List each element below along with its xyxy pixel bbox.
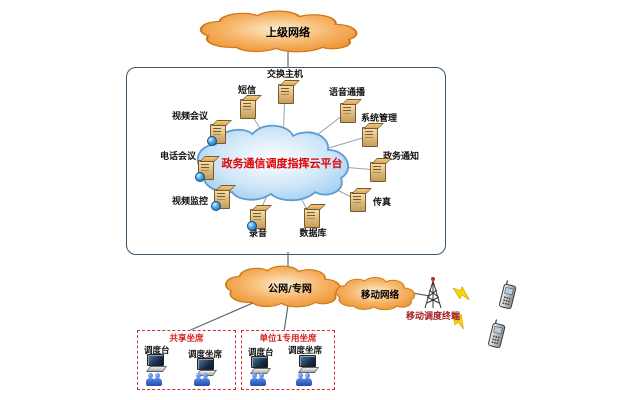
- mobile-network-label: 移动网络: [360, 290, 399, 301]
- console-label: 调度台: [144, 346, 170, 356]
- node-label-sms: 短信: [237, 86, 256, 96]
- server-icon-gov-notice: [370, 162, 386, 182]
- server-icon-phone-conference: [195, 160, 214, 182]
- platform-title: 政务通信调度指挥云平台: [221, 157, 343, 170]
- seat-group-title: 单位1专用坐席: [259, 334, 317, 344]
- node-label-fax: 传真: [372, 198, 391, 208]
- server-icon-recording: [247, 209, 266, 231]
- operator-icon: [201, 373, 210, 386]
- server-icon-voice-broadcast: [340, 103, 356, 123]
- server-icon-video-conference: [207, 124, 226, 146]
- globe-icon: [247, 221, 257, 231]
- globe-icon: [207, 136, 217, 146]
- server-icon-sms: [240, 99, 256, 119]
- operator-icon: [303, 373, 312, 386]
- mobile-terminal-label: 移动调度终端: [405, 312, 460, 322]
- server-icon-system-management: [362, 127, 378, 147]
- server-icon-fax: [350, 192, 366, 212]
- operator-icon: [250, 373, 259, 386]
- node-label-recording: 录音: [248, 229, 267, 239]
- server-icon-switch-host: [278, 84, 294, 104]
- node-label-database: 数据库: [299, 229, 327, 239]
- console-label: 调度台: [248, 348, 274, 358]
- globe-icon: [195, 172, 205, 182]
- node-label-phone-conference: 电话会议: [159, 152, 196, 162]
- upper-network-label: 上级网络: [266, 26, 310, 39]
- operator-icon: [257, 373, 266, 386]
- node-label-switch-host: 交换主机: [266, 70, 303, 80]
- server-icon-video-surveillance: [211, 189, 230, 211]
- operator-icon: [296, 373, 305, 386]
- antenna-tower-icon: [424, 277, 442, 309]
- workstation-icon: [145, 354, 168, 372]
- mobile-phone-icon: [499, 280, 517, 310]
- workstation-icon: [297, 355, 320, 373]
- console-label: 调度坐席: [288, 346, 323, 356]
- workstation-icon: [195, 358, 218, 376]
- operator-icon: [194, 373, 203, 386]
- seat-group-shared: 共享坐席 调度台 调度坐席: [137, 330, 236, 390]
- node-label-gov-notice: 政务通知: [382, 152, 419, 162]
- server-icon-database: [304, 208, 320, 228]
- node-label-video-conference: 视频会议: [171, 112, 208, 122]
- console-label: 调度坐席: [188, 350, 223, 360]
- globe-icon: [211, 201, 221, 211]
- public-network-label: 公网/专网: [268, 284, 312, 295]
- mobile-phone-icon: [488, 319, 506, 349]
- workstation-icon: [249, 356, 272, 374]
- node-label-video-surveillance: 视频监控: [171, 197, 208, 207]
- operator-icon: [146, 373, 155, 386]
- node-label-voice-broadcast: 语音通播: [328, 88, 365, 98]
- node-label-system-management: 系统管理: [360, 114, 397, 124]
- seat-group-unit1: 单位1专用坐席 调度台 调度坐席: [241, 330, 335, 390]
- seat-group-title: 共享坐席: [169, 334, 204, 344]
- operator-icon: [153, 373, 162, 386]
